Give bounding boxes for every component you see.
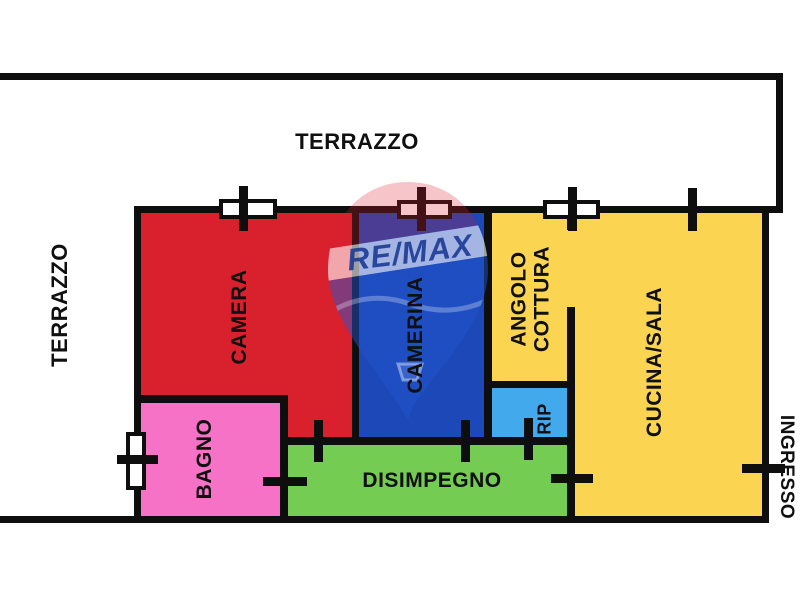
room-cucina-sala: [575, 213, 762, 516]
room-angolo-cottura: [492, 213, 575, 381]
label-cucina-sala: CUCINA/SALA: [643, 286, 666, 438]
window-bar-angolo: [568, 187, 577, 231]
label-terrazzo-top: TERRAZZO: [295, 129, 419, 154]
label-angolo-cottura: ANGOLO COTTURA: [507, 245, 553, 353]
wall-outer-top: [0, 73, 783, 80]
window-symbol-camera: [219, 199, 277, 219]
door-symbol-ingresso: [742, 464, 785, 473]
label-camerina: CAMERINA: [404, 276, 427, 394]
wall-cucina-right: [762, 206, 769, 523]
label-terrazzo-left: TERRAZZO: [47, 243, 72, 367]
wall-camerina-angolo: [484, 206, 492, 445]
room-bagno: [141, 403, 280, 516]
door-symbol-cucina-disimpegno: [551, 474, 593, 483]
window-bar-camera: [239, 186, 248, 231]
wall-bagno-right: [280, 395, 288, 516]
wall-left-inner: [134, 206, 141, 523]
door-symbol-terrazzo-cucina: [688, 188, 697, 231]
window-bar-camerina: [417, 187, 426, 231]
wall-camera-camerina: [352, 206, 359, 445]
door-symbol-camerina: [461, 420, 470, 462]
window-bar-bagno: [117, 455, 158, 464]
door-symbol-rip: [524, 418, 533, 460]
label-disimpegno: DISIMPEGNO: [362, 469, 502, 492]
wall-outer-bottom: [0, 516, 769, 523]
door-symbol-camera: [314, 420, 323, 462]
label-rip: RIP: [534, 403, 555, 435]
room-disimpegno: [288, 445, 567, 516]
wall-rooms-top: [134, 206, 783, 213]
wall-bagno-top: [134, 395, 288, 403]
label-ingresso: INGRESSO: [776, 414, 797, 520]
wall-angolo-rip: [484, 381, 575, 388]
wall-terrace-right: [776, 73, 783, 213]
wall-cucina-disimpegno: [567, 307, 575, 516]
remax-balloon-watermark-icon: RE/MAX: [328, 182, 488, 420]
label-camera: CAMERA: [228, 269, 251, 365]
wall-disimpegno-top: [280, 437, 575, 445]
label-bagno: BAGNO: [193, 418, 216, 500]
door-symbol-bagno: [263, 477, 307, 486]
